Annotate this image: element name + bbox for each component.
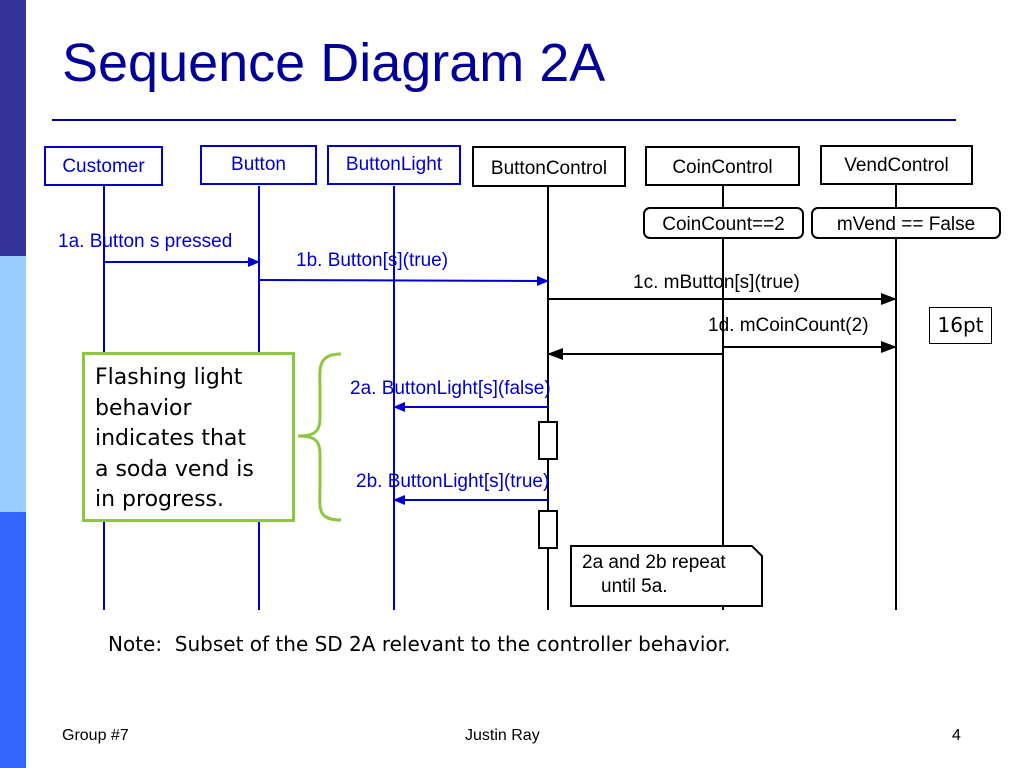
state-coincount: CoinCount==2 — [643, 207, 804, 239]
lifeline-header-customer: Customer — [44, 146, 163, 186]
footer-page-number: 4 — [952, 727, 961, 744]
annotation-line-3: indicates that — [95, 426, 247, 451]
lifeline-label-button: Button — [231, 154, 286, 175]
message-label-2b: 2b. ButtonLight[s](true) — [356, 471, 550, 492]
repeat-note-line-2: until 5a. — [601, 576, 668, 597]
state-mvend-label: mVend == False — [836, 214, 976, 235]
lifeline-header-button: Button — [200, 145, 317, 185]
lifeline-label-coincontrol: CoinControl — [672, 157, 773, 178]
footer-author: Justin Ray — [465, 727, 540, 744]
annotation-line-2: behavior — [95, 395, 192, 421]
title-divider — [52, 119, 956, 121]
footer-group: Group #7 — [62, 727, 129, 744]
bottom-note: Note: Subset of the SD 2A relevant to th… — [108, 632, 731, 656]
message-label-2a: 2a. ButtonLight[s](false) — [350, 378, 551, 399]
message-label-1b: 1b. Button[s](true) — [296, 250, 449, 271]
activation-bar-1 — [538, 421, 558, 460]
message-label-1a: 1a. Button s pressed — [58, 231, 233, 252]
annotation-line-5: in progress. — [95, 487, 225, 512]
lifeline-label-buttonlight: ButtonLight — [345, 154, 443, 175]
sidebar-band-top — [0, 0, 26, 256]
font-size-label: 16pt — [929, 307, 992, 344]
lifeline-label-buttoncontrol: ButtonControl — [490, 158, 608, 179]
message-label-1d: 1d. mCoinCount(2) — [708, 315, 869, 336]
activation-bar-2 — [538, 510, 558, 549]
message-arrow-1b — [258, 275, 549, 286]
state-coincount-label: CoinCount==2 — [662, 214, 785, 235]
repeat-note-shape — [570, 545, 763, 607]
message-label-1c: 1c. mButton[s](true) — [633, 272, 800, 293]
state-mvend: mVend == False — [811, 207, 1001, 239]
annotation-box: Flashing light behavior indicates that a… — [82, 352, 295, 522]
sidebar-band-middle — [0, 256, 26, 512]
lifeline-header-buttonlight: ButtonLight — [327, 145, 461, 185]
lifeline-header-coincontrol: CoinControl — [645, 146, 800, 186]
lifeline-label-customer: Customer — [62, 156, 145, 177]
slide-title: Sequence Diagram 2A — [62, 33, 606, 93]
annotation-line-1: Flashing light — [95, 365, 243, 390]
lifeline-header-vendcontrol: VendControl — [820, 145, 973, 185]
annotation-line-4: a soda vend is — [95, 456, 254, 482]
lifeline-label-vendcontrol: VendControl — [844, 155, 949, 176]
lifeline-header-buttoncontrol: ButtonControl — [472, 146, 626, 187]
repeat-note-line-1: 2a and 2b repeat — [582, 552, 726, 573]
curly-brace — [297, 352, 342, 522]
sidebar-band-bottom — [0, 512, 26, 768]
